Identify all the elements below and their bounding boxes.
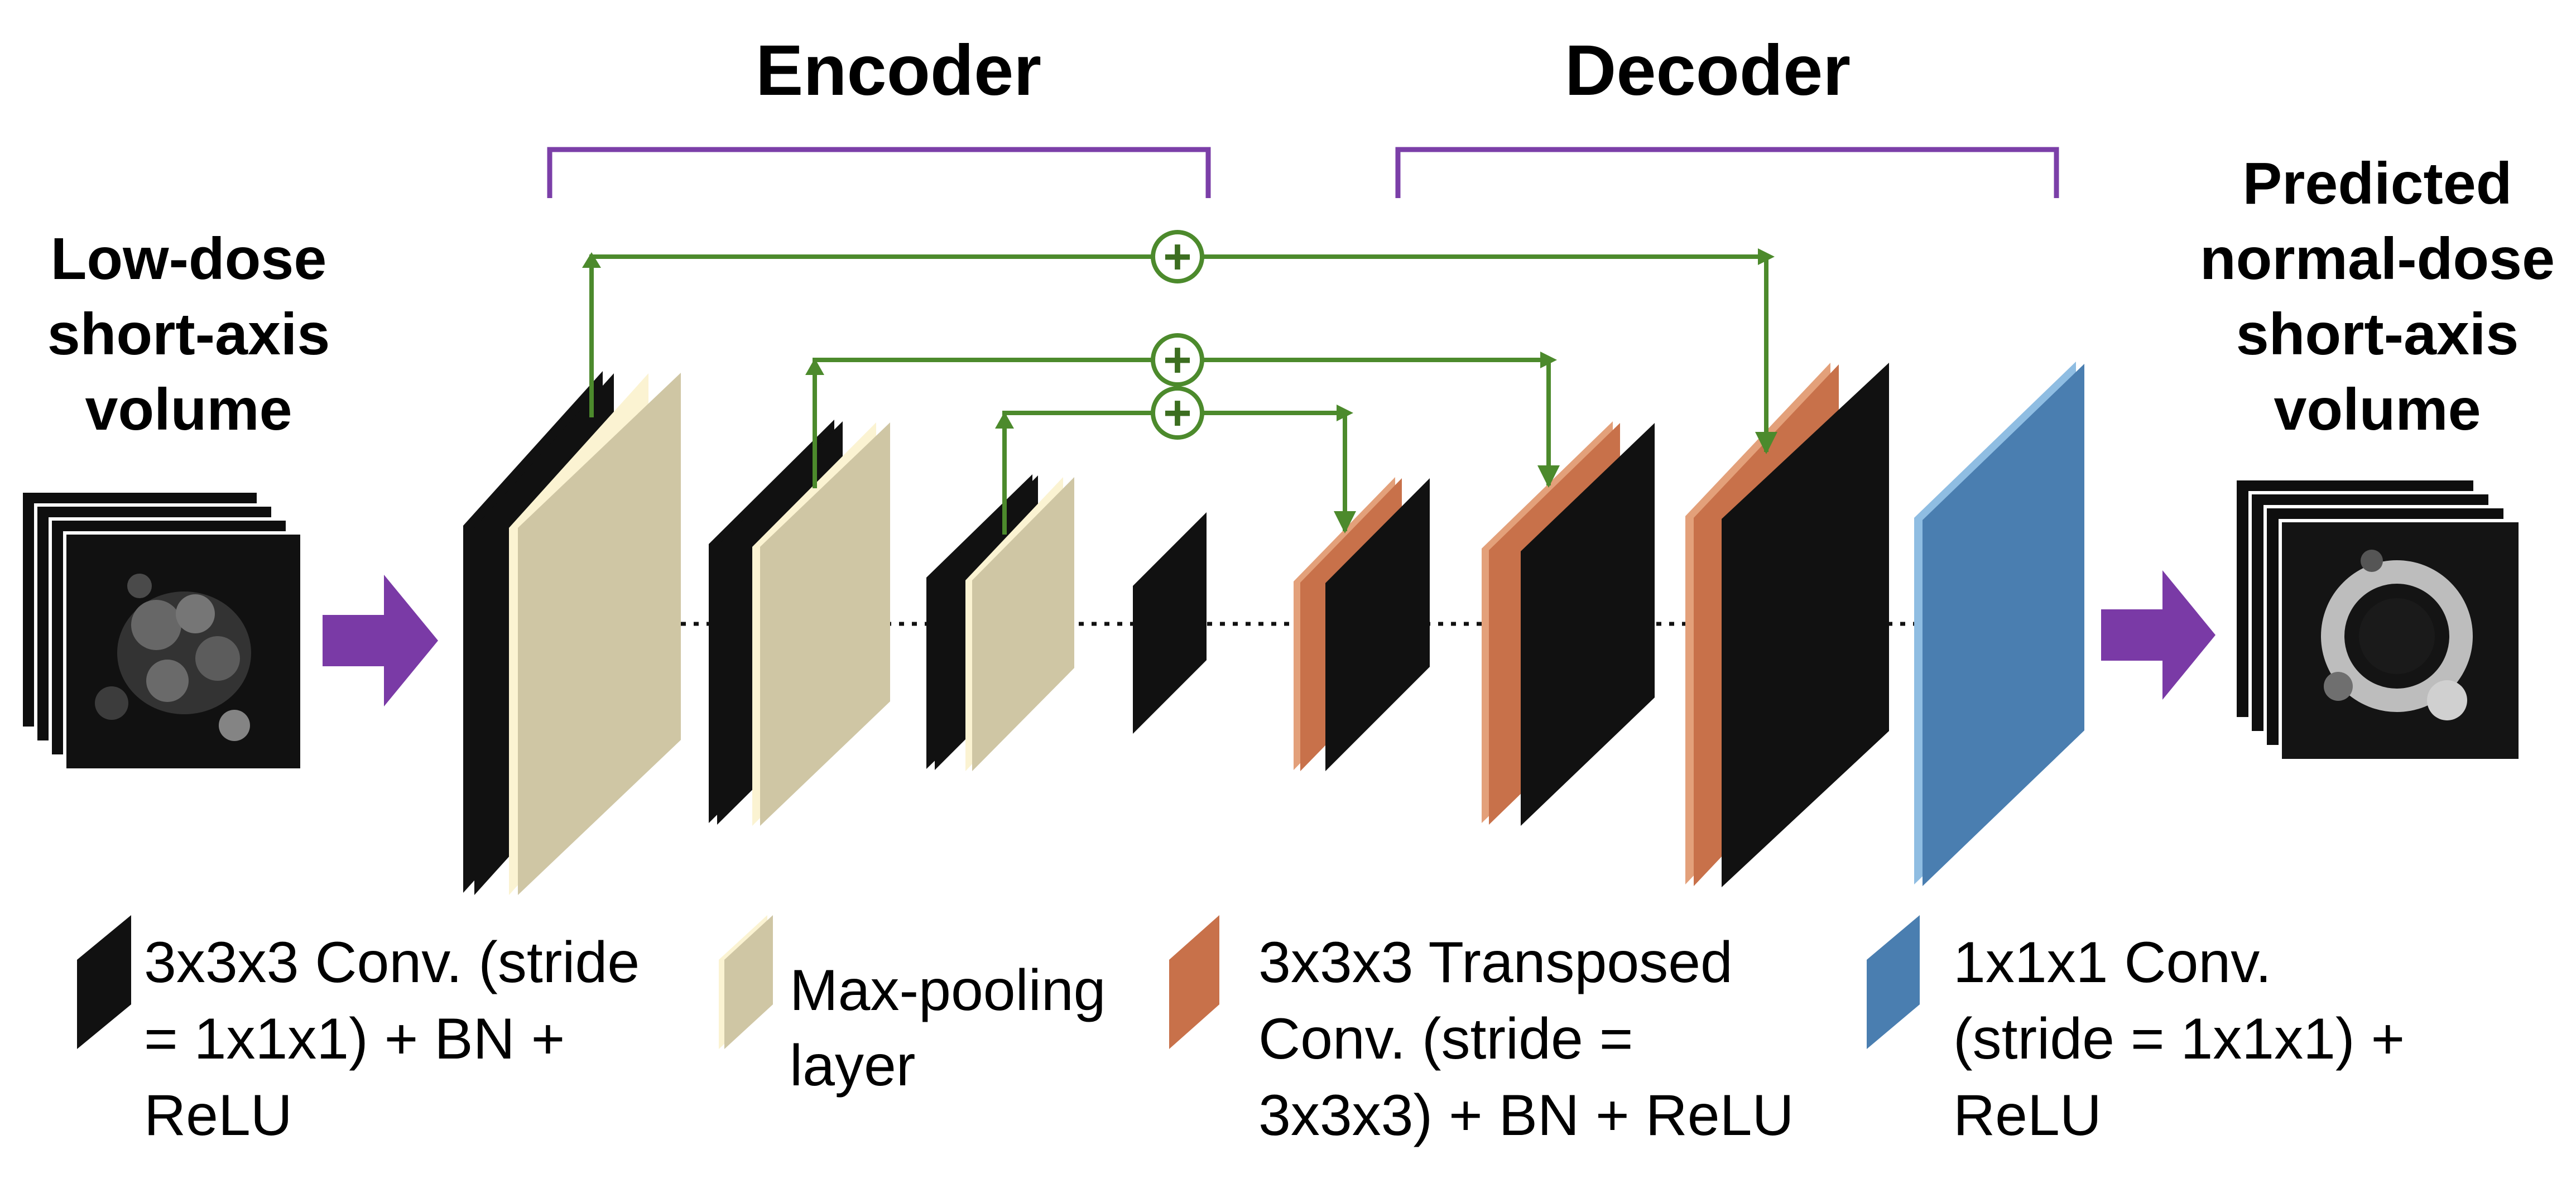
legend: 3x3x3 Conv. (stride = 1x1x1) + BN + ReLU… bbox=[77, 915, 2405, 1148]
add-node-2: + bbox=[1151, 332, 1204, 387]
legend-item-final: 1x1x1 Conv. (stride = 1x1x1) + ReLU bbox=[1867, 915, 2405, 1148]
svg-text:ReLU: ReLU bbox=[1953, 1083, 2102, 1148]
svg-text:Low-dose: Low-dose bbox=[51, 226, 327, 292]
svg-text:3x3x3) + BN + ReLU: 3x3x3) + BN + ReLU bbox=[1258, 1083, 1794, 1148]
decoder-block-3 bbox=[1685, 363, 1889, 887]
legend-item-conv: 3x3x3 Conv. (stride = 1x1x1) + BN + ReLU bbox=[77, 915, 640, 1148]
svg-text:short-axis: short-axis bbox=[47, 301, 330, 367]
final-block bbox=[1914, 362, 2084, 886]
svg-text:volume: volume bbox=[85, 377, 292, 443]
svg-text:ReLU: ReLU bbox=[144, 1083, 292, 1148]
decoder-title: Decoder bbox=[1565, 31, 1851, 110]
svg-text:1x1x1 Conv.: 1x1x1 Conv. bbox=[1953, 930, 2271, 995]
decoder-block-1 bbox=[1294, 477, 1430, 771]
decoder-bracket bbox=[1395, 147, 2059, 198]
svg-text:(stride = 1x1x1) +: (stride = 1x1x1) + bbox=[1953, 1007, 2405, 1071]
output-arrow bbox=[2101, 570, 2215, 700]
svg-text:Conv. (stride =: Conv. (stride = bbox=[1258, 1007, 1633, 1071]
encoder-title: Encoder bbox=[756, 31, 1041, 110]
conv-layer bbox=[1722, 363, 1889, 887]
output-image-stack bbox=[2233, 477, 2522, 762]
legend-swatch-pool bbox=[724, 915, 773, 1049]
input-arrow bbox=[323, 575, 438, 706]
input-label: Low-dose short-axis volume bbox=[47, 226, 330, 443]
svg-text:= 1x1x1) + BN +: = 1x1x1) + BN + bbox=[144, 1007, 565, 1071]
conv-layer bbox=[1133, 512, 1207, 734]
output-label: Predicted normal-dose short-axis volume bbox=[2200, 151, 2555, 443]
conv-layer bbox=[1521, 423, 1655, 826]
svg-text:+: + bbox=[1163, 385, 1191, 440]
skip-arrowhead-1 bbox=[1758, 248, 1775, 265]
decoder-block-2 bbox=[1482, 421, 1655, 826]
conv-layer bbox=[1325, 478, 1430, 771]
add-node-1: + bbox=[1151, 229, 1204, 284]
svg-text:layer: layer bbox=[790, 1033, 915, 1098]
legend-swatch-final bbox=[1867, 915, 1920, 1049]
svg-text:3x3x3 Transposed: 3x3x3 Transposed bbox=[1258, 930, 1733, 995]
legend-item-pool: Max-pooling layer bbox=[719, 915, 1106, 1098]
skip-arrowhead-3 bbox=[1337, 405, 1353, 421]
svg-text:short-axis: short-axis bbox=[2236, 301, 2519, 367]
encoder-block-2 bbox=[709, 420, 890, 826]
legend-swatch-transposed bbox=[1169, 915, 1219, 1049]
svg-text:+: + bbox=[1163, 229, 1191, 284]
add-node-3: + bbox=[1151, 385, 1204, 440]
svg-text:Max-pooling: Max-pooling bbox=[790, 958, 1106, 1023]
input-image-stack bbox=[20, 489, 304, 772]
encoder-block-1 bbox=[463, 371, 681, 895]
legend-swatch-conv bbox=[77, 915, 131, 1049]
bottleneck-block bbox=[1133, 512, 1207, 734]
encoder-block-3 bbox=[926, 474, 1074, 771]
svg-text:volume: volume bbox=[2274, 377, 2481, 443]
encoder-bracket bbox=[547, 147, 1211, 198]
svg-text:Predicted: Predicted bbox=[2242, 151, 2512, 217]
legend-item-transposed: 3x3x3 Transposed Conv. (stride = 3x3x3) … bbox=[1169, 915, 1794, 1148]
svg-text:normal-dose: normal-dose bbox=[2200, 226, 2555, 292]
skip-arrowhead-2 bbox=[1540, 352, 1557, 368]
svg-text:+: + bbox=[1163, 332, 1191, 387]
svg-text:3x3x3 Conv. (stride: 3x3x3 Conv. (stride bbox=[144, 930, 640, 995]
